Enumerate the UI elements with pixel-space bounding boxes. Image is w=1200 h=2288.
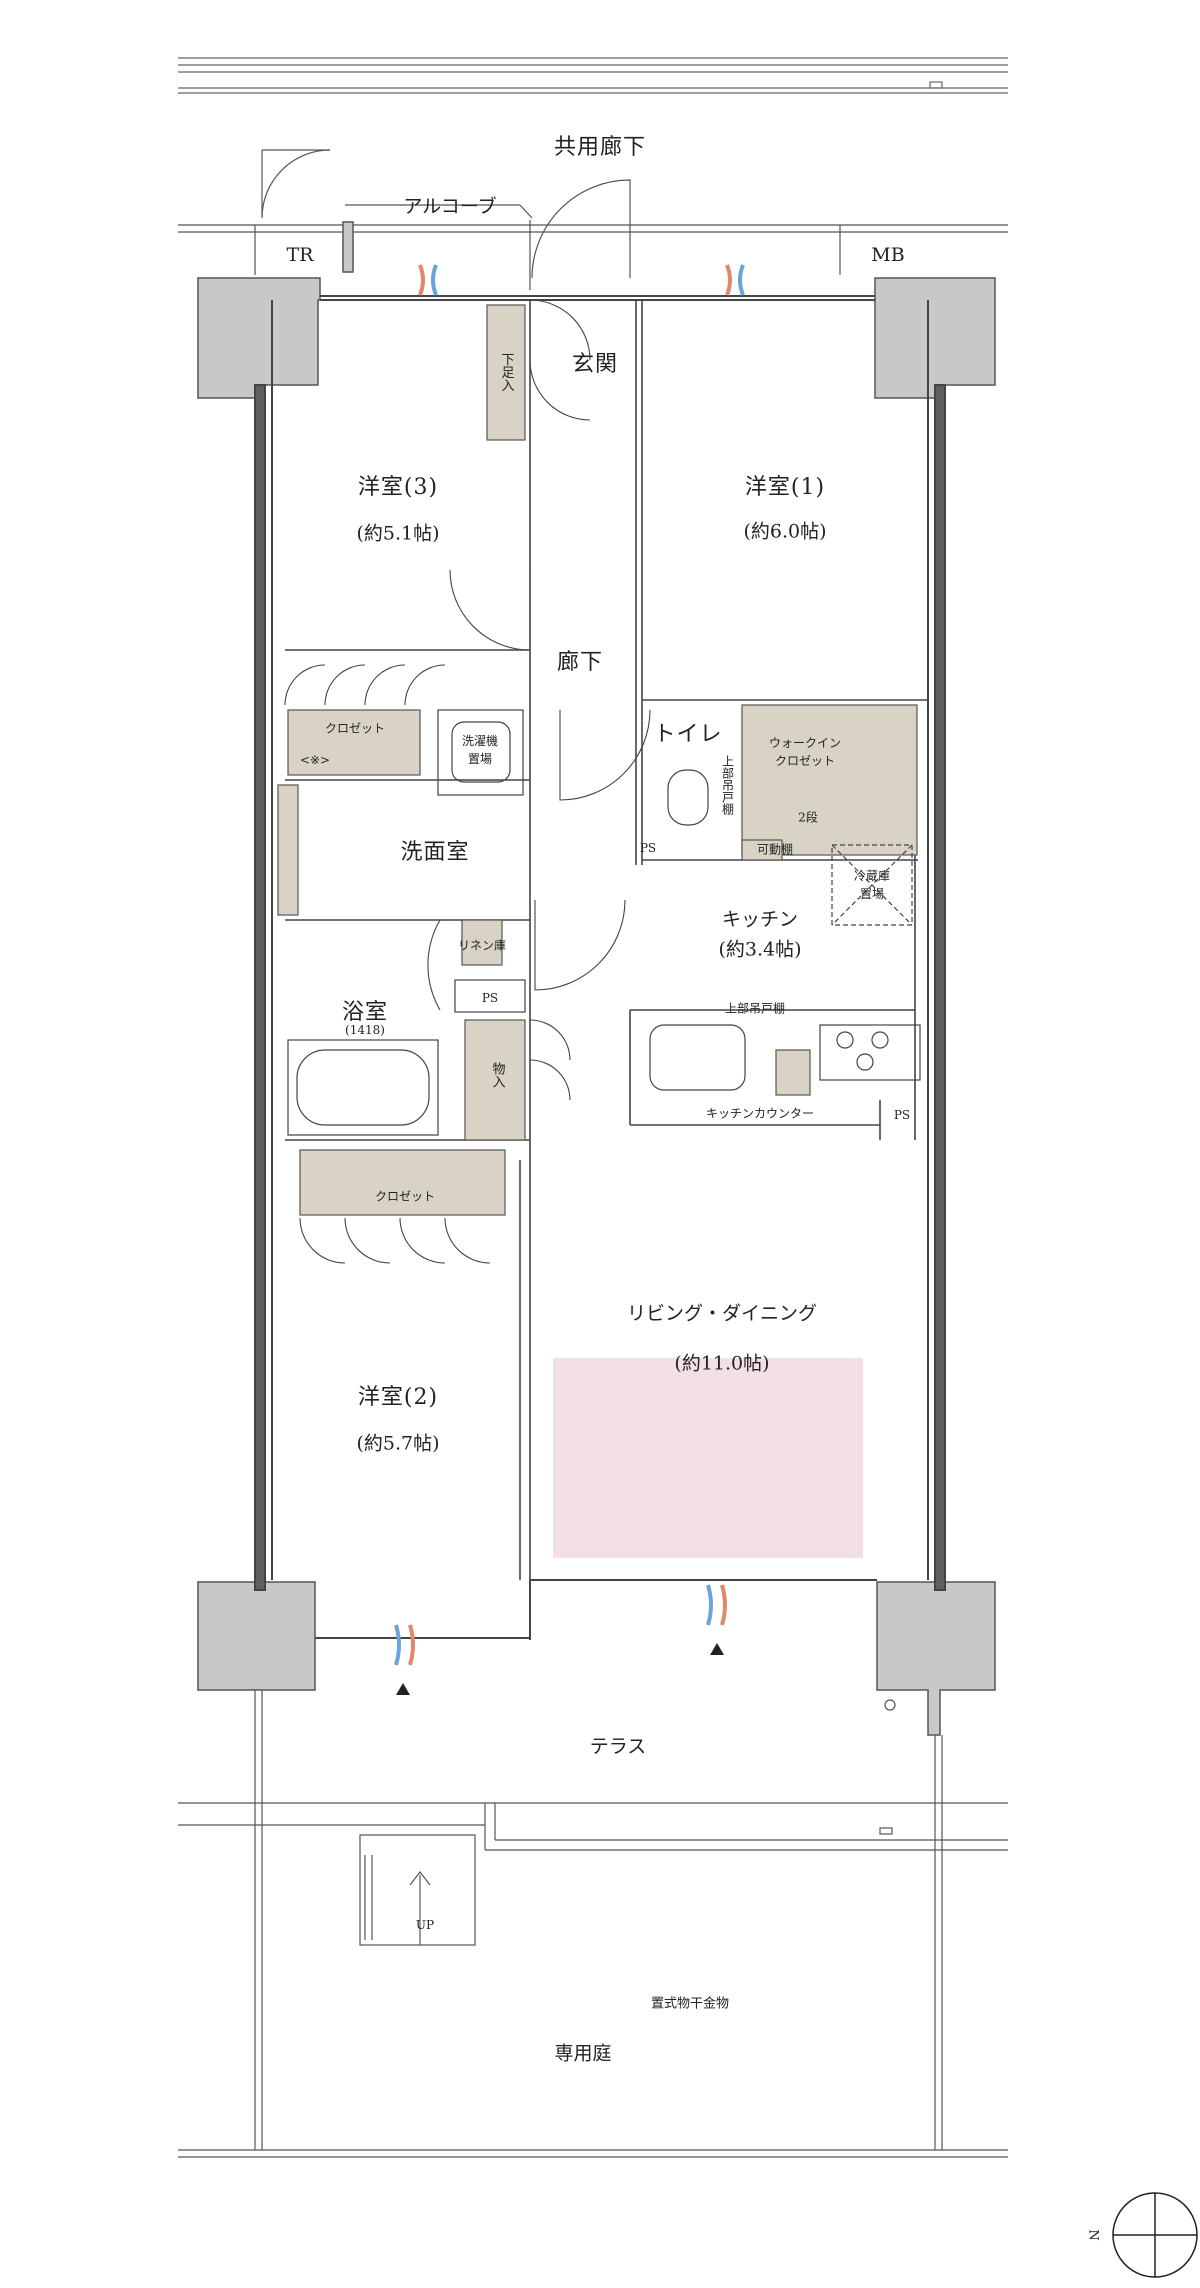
room3-label: 洋室(3) (357, 475, 439, 500)
bath-label: 浴室 (341, 1000, 389, 1025)
terrace-garden (178, 1690, 1008, 2158)
vent-markers (396, 1643, 724, 1695)
doors (284, 220, 651, 1264)
closet3-note: <※> (299, 753, 331, 767)
washroom-label: 洗面室 (400, 840, 470, 865)
bath-size: (1418) (345, 1023, 385, 1037)
compass-icon (1112, 2192, 1198, 2278)
room3-size: (約5.1帖) (356, 522, 440, 545)
living-highlight (553, 1358, 863, 1558)
interior-walls (285, 300, 928, 1580)
ps-kitchen: PS (893, 1108, 911, 1122)
wic-label: ウォークイン クロゼット (768, 736, 842, 768)
upper-cabinet-label: 上部吊戸棚 (724, 1001, 786, 1016)
movable-shelf: 可動棚 (756, 842, 794, 857)
fixtures (287, 709, 921, 1136)
outer-walls (254, 295, 946, 1640)
ps-bath: PS (481, 991, 499, 1005)
hallway-label: 廊下 (556, 650, 604, 675)
room1-label: 洋室(1) (744, 475, 826, 500)
kitchen-label: キッチン (721, 908, 799, 931)
closet3-label: クロゼット (324, 721, 386, 736)
alcove-lines (178, 149, 1008, 279)
pillars (197, 221, 996, 1736)
corridor-railing (178, 57, 1008, 94)
room1-size: (約6.0帖) (743, 520, 827, 543)
storage-areas (277, 304, 918, 1216)
drying-label: 置式物干金物 (650, 1996, 730, 2012)
ps-toilet: PS (639, 841, 657, 855)
up-label: UP (415, 1918, 435, 1932)
wic-shelf: 2段 (798, 810, 818, 825)
room2-label: 洋室(2) (357, 1385, 439, 1410)
mb-label: MB (871, 244, 905, 266)
corridor-label: 共用廊下 (553, 135, 647, 160)
kitchen-counter-label: キッチンカウンター (705, 1106, 815, 1121)
vents (394, 264, 745, 1666)
garden-label: 専用庭 (554, 2042, 612, 2065)
terrace-label: テラス (589, 1735, 647, 1758)
fridge-label: 冷蔵庫 置場 (853, 869, 891, 901)
closet2-label: クロゼット (374, 1189, 436, 1204)
kitchen-size: (約3.4帖) (718, 938, 802, 961)
storage-label: 物入 (489, 1062, 505, 1088)
toilet-label: トイレ (653, 722, 723, 747)
alcove-label: アルコーブ (403, 195, 497, 218)
upper-cabinet-toilet: 上部吊戸棚 (720, 755, 735, 815)
tr-label: TR (286, 244, 314, 266)
washer-label: 洗濯機 置場 (461, 734, 499, 766)
shoe-storage-label: 下足入 (498, 352, 514, 392)
living-size: (約11.0帖) (674, 1352, 770, 1375)
north-label: N (1085, 2229, 1101, 2241)
entrance-label: 玄関 (571, 352, 619, 377)
room2-size: (約5.7帖) (356, 1432, 440, 1455)
linen-label: リネン庫 (457, 938, 507, 953)
living-label: リビング・ダイニング (626, 1302, 818, 1325)
